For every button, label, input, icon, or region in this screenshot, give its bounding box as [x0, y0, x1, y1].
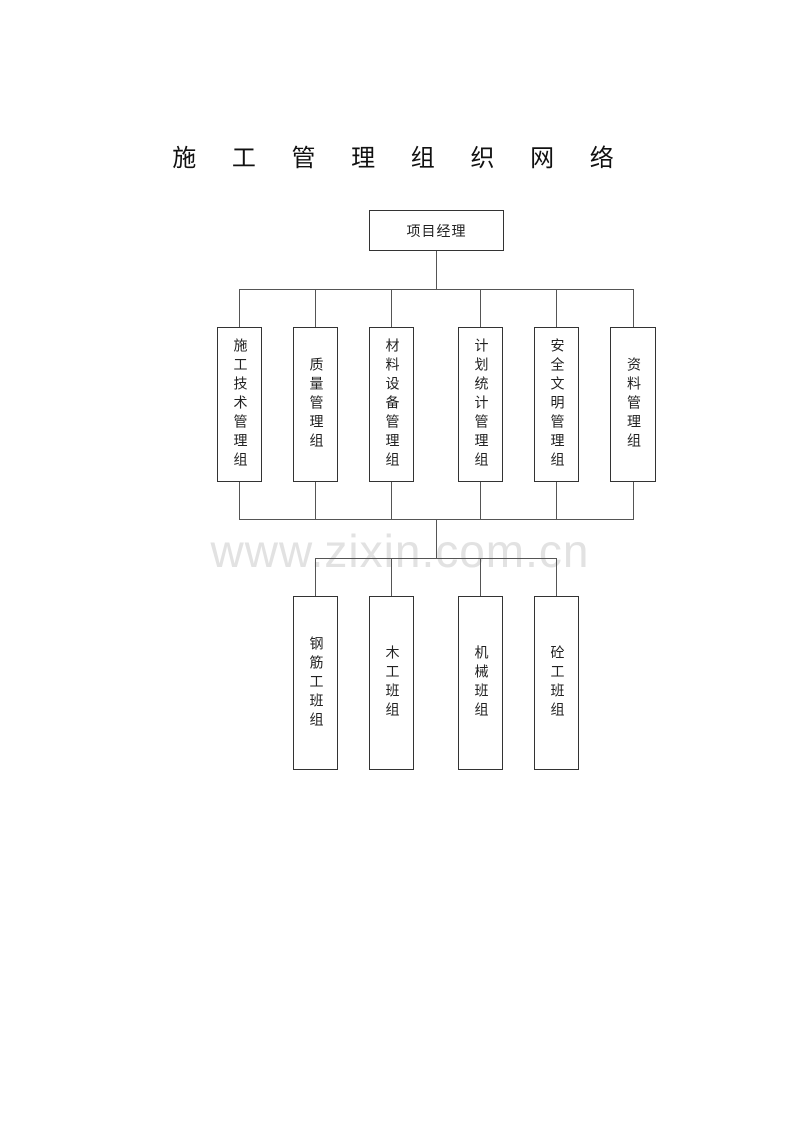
connector-line [239, 482, 240, 519]
node-label: 安全文明管理组 [548, 338, 565, 471]
node-department: 材料设备管理组 [369, 327, 414, 482]
diagram-title: 施 工 管 理 组 织 网 络 [172, 144, 628, 172]
connector-line [556, 289, 557, 327]
node-department: 安全文明管理组 [534, 327, 579, 482]
node-department: 质量管理组 [293, 327, 338, 482]
connector-line [633, 289, 634, 327]
node-team: 钢筋工班组 [293, 596, 338, 770]
node-department: 计划统计管理组 [458, 327, 503, 482]
connector-line [633, 482, 634, 519]
connector-line [315, 289, 316, 327]
connector-line [239, 289, 634, 290]
connector-line [480, 558, 481, 596]
node-label: 材料设备管理组 [383, 338, 400, 471]
connector-line [391, 482, 392, 519]
node-label: 项目经理 [406, 223, 467, 240]
connector-line [315, 558, 557, 559]
node-label: 质量管理组 [307, 357, 324, 452]
node-label: 砼工班组 [548, 645, 565, 721]
connector-line [480, 482, 481, 519]
node-project-manager: 项目经理 [369, 210, 504, 251]
node-label: 钢筋工班组 [307, 635, 324, 731]
node-label: 资料管理组 [625, 357, 641, 452]
connector-line [315, 558, 316, 596]
connector-line [391, 558, 392, 596]
node-label: 机械班组 [472, 645, 489, 721]
connector-line [391, 289, 392, 327]
watermark: www.zixin.com.cn [210, 525, 590, 577]
node-department: 施工技术管理组 [217, 327, 262, 482]
connector-line [436, 251, 437, 289]
node-team: 木工班组 [369, 596, 414, 770]
connector-line [239, 289, 240, 327]
connector-line [556, 558, 557, 596]
node-department: 资料管理组 [610, 327, 656, 482]
connector-line [480, 289, 481, 327]
node-label: 木工班组 [383, 645, 400, 721]
connector-line [436, 519, 437, 558]
connector-line [556, 482, 557, 519]
node-team: 机械班组 [458, 596, 503, 770]
node-label: 施工技术管理组 [231, 338, 248, 471]
connector-line [315, 482, 316, 519]
node-label: 计划统计管理组 [472, 338, 489, 471]
node-team: 砼工班组 [534, 596, 579, 770]
